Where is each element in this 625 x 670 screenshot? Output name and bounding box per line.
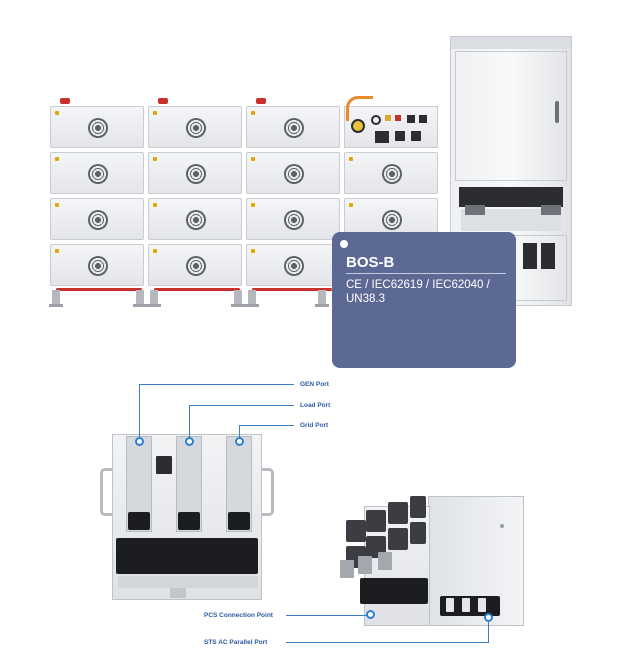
battery-module: [246, 198, 340, 240]
fan-icon: [88, 118, 108, 138]
handle: [100, 468, 112, 516]
cable-red: [252, 288, 332, 291]
fan-icon: [382, 210, 402, 230]
grid-port-label: Grid Port: [300, 422, 329, 429]
load-port-label: Load Port: [300, 402, 331, 409]
battery-module: [50, 244, 144, 286]
card-dot-icon: [340, 240, 348, 248]
pcs-connection-label: PCS Connection Point: [204, 612, 273, 619]
battery-module: [148, 152, 242, 194]
battery-module: [50, 152, 144, 194]
terminal-red: [60, 98, 70, 104]
battery-module: [148, 244, 242, 286]
sts-ac-parallel-label: STS AC Parallel Port: [204, 639, 268, 646]
fan-icon: [88, 164, 108, 184]
fan-icon: [284, 164, 304, 184]
cable-orange: [346, 96, 373, 121]
card-divider: [346, 273, 506, 274]
terminal-red: [158, 98, 168, 104]
card-title: BOS-B: [346, 254, 395, 271]
battery-module: [148, 198, 242, 240]
fan-icon: [284, 210, 304, 230]
handle: [262, 468, 274, 516]
pcs-connection-marker: [366, 610, 375, 619]
battery-module: [50, 198, 144, 240]
battery-module: [148, 106, 242, 148]
fan-icon: [186, 164, 206, 184]
fan-icon: [186, 118, 206, 138]
battery-module: [246, 152, 340, 194]
battery-module: [246, 106, 340, 148]
cable-red: [154, 288, 240, 291]
cable-red: [56, 288, 142, 291]
fan-icon: [382, 164, 402, 184]
terminal-red: [256, 98, 266, 104]
battery-module: [246, 244, 340, 286]
card-certifications: CE / IEC62619 / IEC62040 / UN38.3: [346, 279, 490, 305]
fan-icon: [88, 210, 108, 230]
fan-icon: [186, 210, 206, 230]
fan-icon: [88, 256, 108, 276]
fan-icon: [186, 256, 206, 276]
gen-port-label: GEN Port: [300, 381, 329, 388]
fan-icon: [284, 256, 304, 276]
battery-module: [344, 152, 438, 194]
battery-module: [50, 106, 144, 148]
bos-b-info-card: BOS-B CE / IEC62619 / IEC62040 / UN38.3: [332, 232, 516, 368]
fan-icon: [284, 118, 304, 138]
control-module: [344, 106, 438, 148]
